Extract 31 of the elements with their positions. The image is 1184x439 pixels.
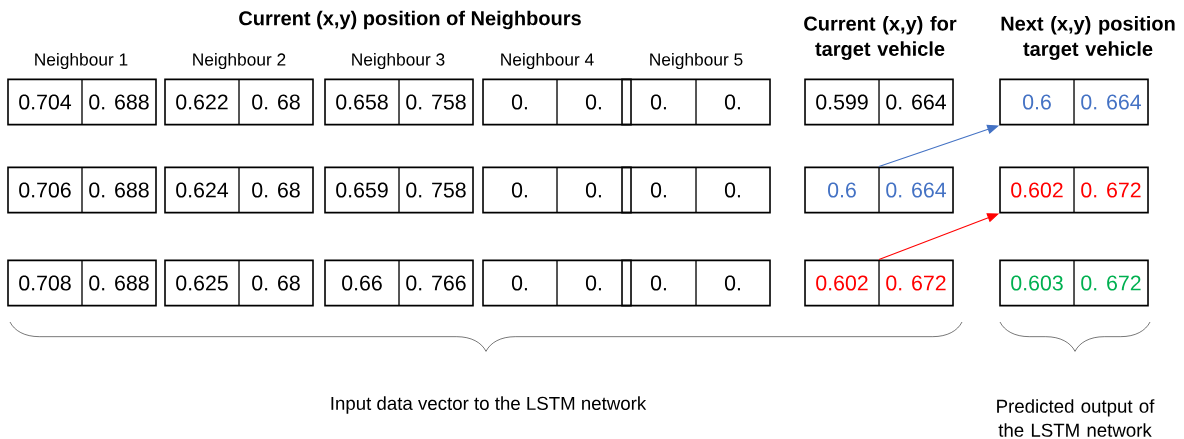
value-box: 0.602 0. 672 xyxy=(804,259,954,307)
value-box: 0. 0. xyxy=(621,166,771,214)
value-box: 0.602 0. 672 xyxy=(999,166,1149,214)
value-box: 0.706 0. 688 xyxy=(7,166,157,214)
value-box: 0.603 0. 672 xyxy=(999,259,1149,307)
caption: Predicted output of the LSTM network xyxy=(997,399,1155,437)
column-label: Neighbour 1 xyxy=(35,52,128,70)
value-box: 0.708 0. 688 xyxy=(7,259,157,307)
value-box: 0. 0. xyxy=(621,259,771,307)
value-box: 0.625 0. 68 xyxy=(164,259,314,307)
value-box: 0.599 0. 664 xyxy=(804,78,954,126)
value-box: 0.658 0. 758 xyxy=(324,78,474,126)
value-box: 0.6 0. 664 xyxy=(804,166,954,214)
caption: Input data vector to the LSTM network xyxy=(331,396,647,414)
heading: Current (x,y) position of Neighbours xyxy=(239,10,581,30)
value-box: 0.624 0. 68 xyxy=(164,166,314,214)
value-box: 0. 0. xyxy=(621,78,771,126)
value-box: 0.66 0. 766 xyxy=(324,259,474,307)
column-label: Neighbour 5 xyxy=(650,52,743,70)
heading: Current (x,y) for target vehicle xyxy=(804,15,957,61)
value-box: 0. 0. xyxy=(482,259,632,307)
column-label: Neighbour 4 xyxy=(501,52,594,70)
column-label: Neighbour 2 xyxy=(193,52,286,70)
value-box: 0.6 0. 664 xyxy=(999,78,1149,126)
heading: Next (x,y) position target vehicle xyxy=(1001,15,1175,61)
value-box: 0.659 0. 758 xyxy=(324,166,474,214)
value-box: 0. 0. xyxy=(482,78,632,126)
value-box: 0.704 0. 688 xyxy=(7,78,157,126)
column-label: Neighbour 3 xyxy=(352,52,445,70)
value-box: 0. 0. xyxy=(482,166,632,214)
value-box: 0.622 0. 68 xyxy=(164,78,314,126)
